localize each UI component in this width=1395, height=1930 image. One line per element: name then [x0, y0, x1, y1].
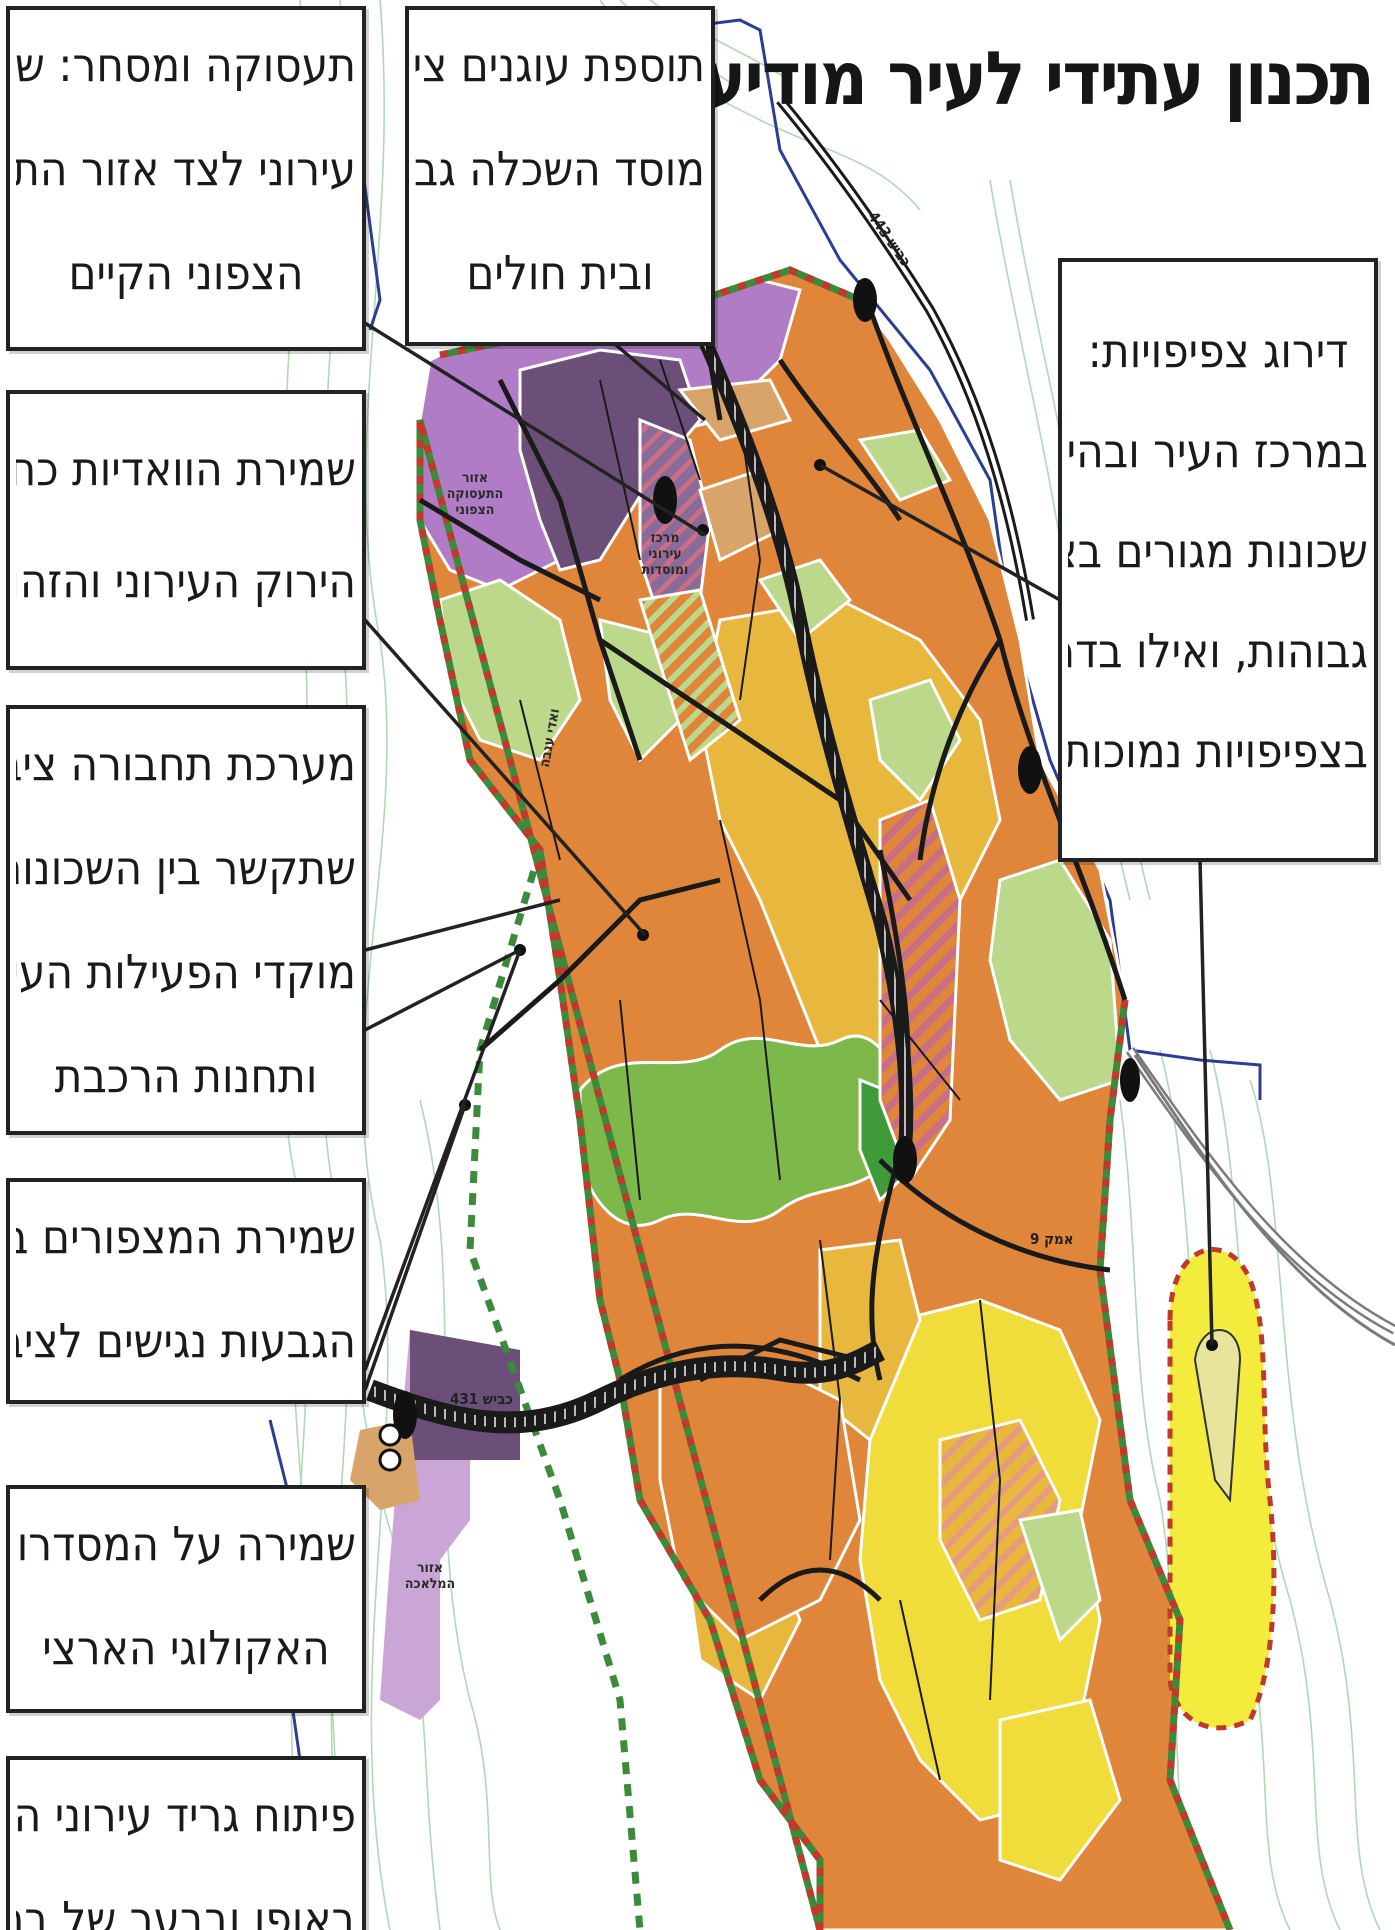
callout-line: הצפוני הקיים [68, 246, 304, 301]
callout-line: מערכת תחבורה ציבורית יעילה [16, 737, 356, 792]
station-mid [893, 1136, 917, 1184]
railway [693, 96, 1035, 1151]
callout-line: שכונות מגורים בצפיפויות [1068, 524, 1368, 579]
callout-ecological-corridor: שמירה על המסדרון האקולוגי הארצי [6, 1485, 366, 1713]
road-internal-label: אמק 9 [1030, 1230, 1074, 1248]
station-east [1018, 746, 1042, 794]
employment-zone-label-line: הצפוני [455, 502, 495, 518]
employment-zone-label-line: התעסוקה [446, 486, 504, 502]
callout-employment: תעסוקה ומסחר: שילוב מרכז עירוני לצד אזור… [6, 6, 366, 351]
callout-line: מוסד השכלה גבוהה [415, 142, 705, 197]
callout-line: שמירת הוואדיות כחלק מהשלד [16, 442, 356, 497]
highway-east [1125, 1047, 1395, 1347]
callout-line: ותחנות הרכבת [54, 1049, 318, 1104]
callout-line: הירוק העירוני והזהות העירונית [16, 554, 356, 609]
eastern-neighbourhood [1167, 1247, 1277, 1731]
callout-density: דירוג צפיפויות: במרכז העיר ובהיקפו יוקמו… [1058, 258, 1378, 862]
callout-line: תעסוקה ומסחר: שילוב מרכז [16, 38, 356, 93]
callout-line: מוקדי הפעילות העירוניים [16, 945, 356, 1000]
road-431-label-text: כביש 431 [450, 1390, 513, 1408]
callout-line: שתקשר בין השכונות, [16, 841, 356, 896]
industry-zone-label-line: המלאכה [404, 1576, 456, 1592]
callout-line: גבוהות, ואילו בדרום העיר [1068, 624, 1368, 679]
callout-line: האקולוגי הארצי [42, 1621, 330, 1676]
city-center-label-line: ומוסדות [641, 562, 689, 578]
callout-line: הגבעות נגישים לציבור [16, 1314, 356, 1369]
callout-line: במרכז העיר ובהיקפו יוקמו [1068, 424, 1368, 479]
station-east-2 [1120, 1058, 1140, 1102]
callout-line: פיתוח גריד עירוני הרכז, [16, 1788, 356, 1843]
callout-line: שמירה על המסדרון [16, 1517, 356, 1572]
callout-public-anchors: תוספת עוגנים ציבוריים: מוסד השכלה גבוהה … [405, 6, 715, 346]
leader-lines [359, 318, 1214, 1391]
station-west [393, 1391, 417, 1439]
callout-line: באופן ובבער של בחובת [16, 1892, 356, 1930]
callout-line: תוספת עוגנים ציבוריים: [415, 38, 705, 93]
employment-zone-label-line: אזור [461, 470, 489, 486]
callout-wadis: שמירת הוואדיות כחלק מהשלד הירוק העירוני … [6, 390, 366, 670]
callout-core: פיתוח גריד עירוני הרכז, באופן ובבער של ב… [6, 1756, 366, 1930]
city-center-label-line: מרכז [650, 530, 680, 546]
callout-line: שמירת המצפורים בראשי [16, 1210, 356, 1265]
city-center-label: מרכז עירוני ומוסדות [630, 530, 700, 578]
map-title: תכנון עתידי לעיר מודיעין [663, 36, 1375, 122]
road-431-label: כביש 431 [450, 1390, 513, 1408]
industry-zone-label: אזור המלאכה [400, 1560, 460, 1592]
callout-line: ובית חולים [466, 246, 654, 301]
callout-lookouts: שמירת המצפורים בראשי הגבעות נגישים לציבו… [6, 1178, 366, 1404]
employment-zone-label: אזור התעסוקה הצפוני [440, 470, 510, 518]
callout-transit: מערכת תחבורה ציבורית יעילה שתקשר בין השכ… [6, 705, 366, 1135]
callout-line: דירוג צפיפויות: [1087, 324, 1349, 379]
road-network [418, 279, 1128, 1602]
road-431 [366, 1340, 885, 1434]
callout-line: עירוני לצד אזור התעסוקה [16, 142, 356, 197]
road-internal-label-text: אמק 9 [1030, 1230, 1074, 1248]
industry-zone-label-line: אזור [416, 1560, 444, 1576]
station-north [853, 278, 877, 322]
callout-line: בצפיפויות נמוכות [1068, 724, 1368, 779]
city-center-label-line: עירוני [648, 546, 682, 562]
